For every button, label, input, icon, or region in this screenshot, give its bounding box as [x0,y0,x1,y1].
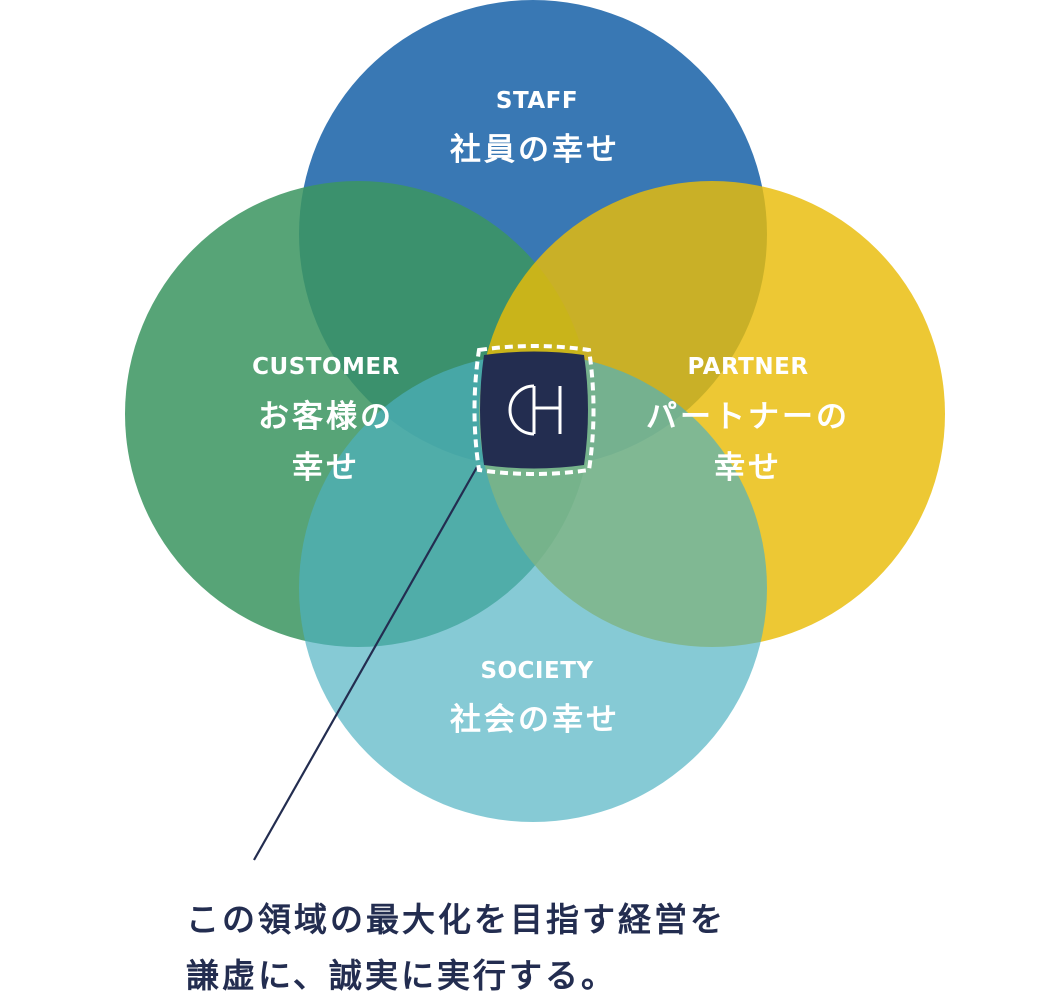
caption-line-1: この領域の最大化を目指す経営を [186,900,726,939]
center-badge [472,344,596,476]
leader-line [253,466,478,861]
staff-label-jp: 社員の幸せ [450,132,620,168]
center-badge-border [472,344,596,476]
society-circle [299,354,767,822]
society-label-jp: 社会の幸せ [450,702,620,738]
partner-label-en: PARTNER [687,354,808,380]
cf-monogram-logo-icon [508,384,562,436]
caption-line-2: 謙虚に、誠実に実行する。 [186,956,618,995]
customer-label-en: CUSTOMER [252,354,400,380]
society-label-en: SOCIETY [480,658,593,684]
customer-label-jp-line1: お客様の [258,399,394,435]
partner-label-jp-line2: 幸せ [714,450,782,486]
partner-label-jp-line1: パートナーの [646,399,850,435]
customer-label-jp-line2: 幸せ [292,450,360,486]
staff-label-en: STAFF [496,88,578,114]
